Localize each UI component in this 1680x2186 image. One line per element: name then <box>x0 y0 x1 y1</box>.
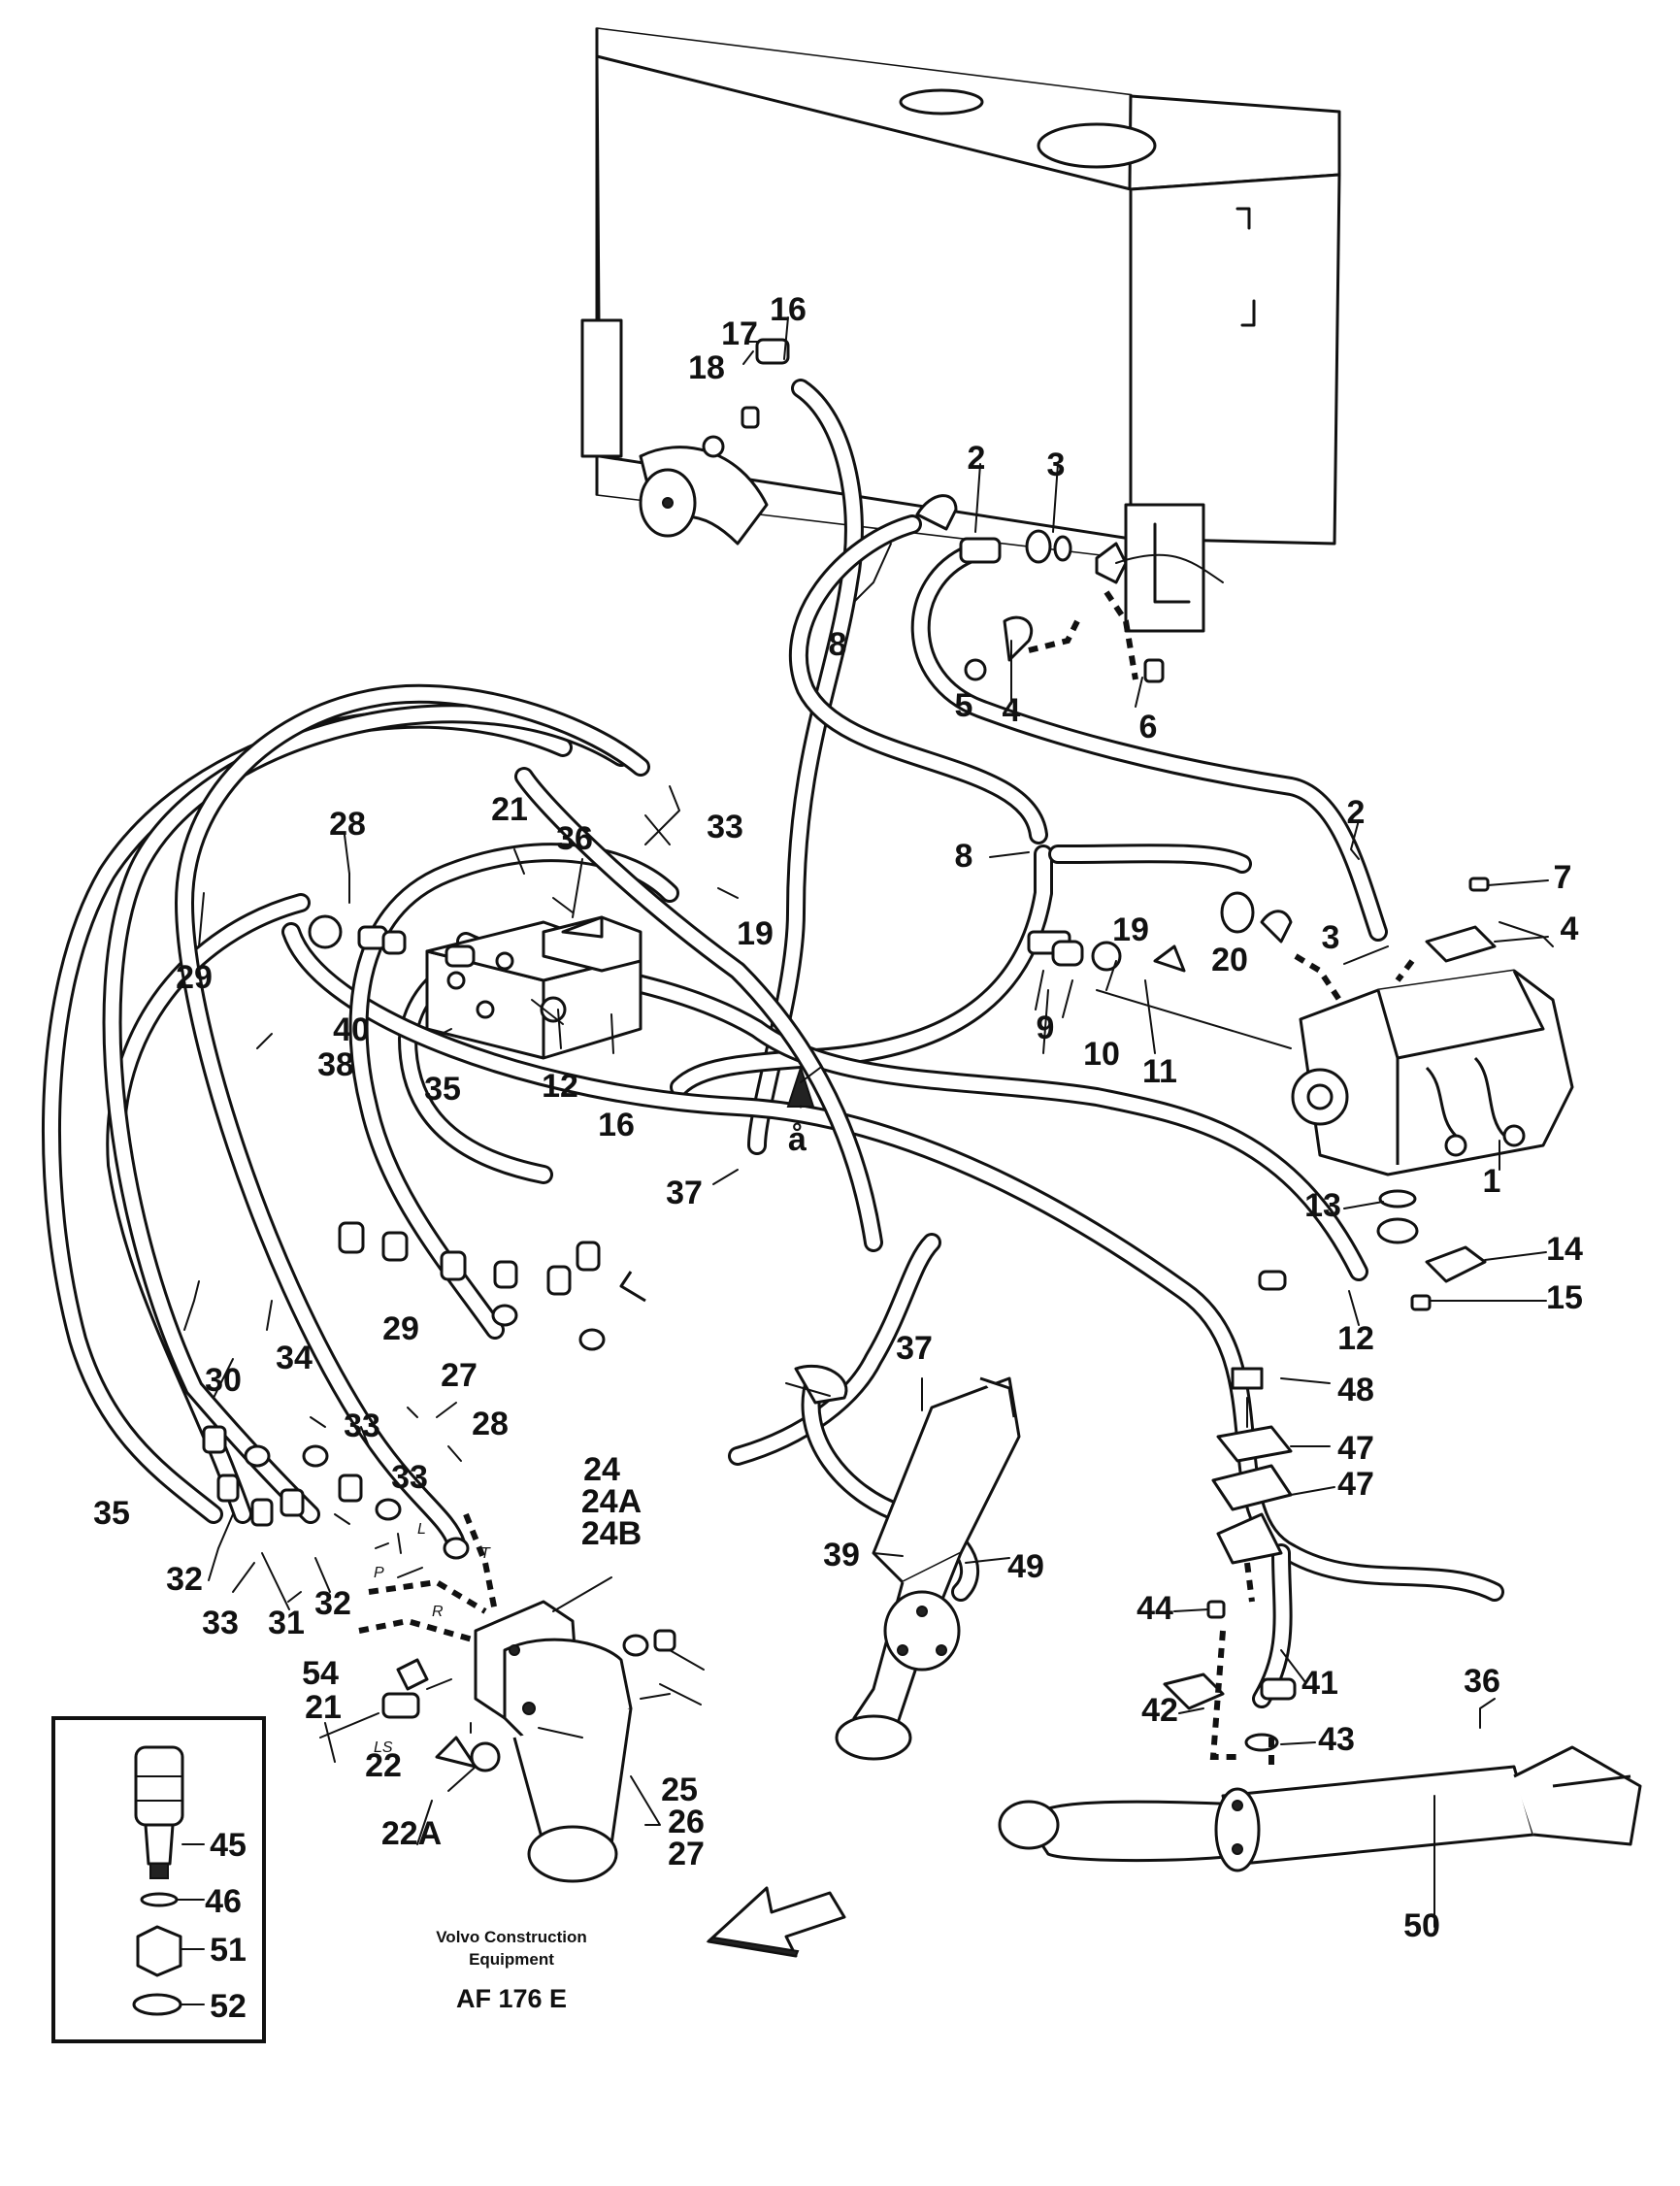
company-name-line2: Equipment <box>469 1950 554 1969</box>
callout-30: 32 <box>314 1585 351 1622</box>
callout-19-mid: 19 <box>737 915 774 952</box>
callout-24: 25 <box>661 1772 698 1808</box>
callout-44: 47 <box>1337 1466 1374 1503</box>
callout-34: 35 <box>424 1071 461 1108</box>
callout-27-low: 29 <box>382 1310 419 1347</box>
callout-11: 11 <box>1142 1053 1177 1090</box>
callout-37-low: 39 <box>823 1537 860 1573</box>
callout-18: 18 <box>688 349 725 386</box>
callout-27-top: 28 <box>329 806 366 843</box>
callout-47-mid: 49 <box>1007 1548 1044 1585</box>
callout-41: 44 <box>1136 1590 1173 1627</box>
callout-3-right: 3 <box>1322 919 1340 956</box>
port-mark-r: R <box>432 1604 444 1620</box>
inset-detail <box>51 1716 266 2043</box>
callout-23A: 24A <box>581 1483 642 1520</box>
callout-35-top: 36 <box>556 820 593 857</box>
callout-49: 52 <box>210 1988 247 2025</box>
callout-4-top: 4 <box>1003 692 1021 729</box>
callout-19-right: 19 <box>1112 911 1149 948</box>
callout-42: 45 <box>210 1827 247 1864</box>
callout-12-mid: 12 <box>542 1068 578 1105</box>
callout-1: 1 <box>1483 1163 1501 1200</box>
company-name-line1: Volvo Construction <box>436 1928 587 1946</box>
callout-43: 46 <box>205 1883 242 1920</box>
callout-2-top: 2 <box>968 440 986 477</box>
callout-48: 51 <box>210 1932 247 1969</box>
view-arrow: å <box>786 1064 815 1158</box>
leader-lines <box>183 316 1554 1928</box>
callout-14: 14 <box>1546 1231 1583 1268</box>
callout-16-mid: 16 <box>598 1107 635 1143</box>
callout-28-top: 29 <box>176 959 213 996</box>
callout-24A: 26 <box>668 1804 705 1840</box>
callout-47-low: 50 <box>1403 1907 1440 1944</box>
port-marks: P R T L LS <box>374 1521 491 1756</box>
callout-22: 22 <box>365 1747 402 1784</box>
callout-33-low: 35 <box>93 1495 130 1532</box>
callout-21-low: 21 <box>305 1689 342 1726</box>
callout-45: 47 <box>1337 1430 1374 1467</box>
callout-31-mid: 33 <box>344 1408 380 1444</box>
callout-24B: 27 <box>668 1836 705 1872</box>
callout-32-mid: 33 <box>391 1459 428 1496</box>
callout-17: 17 <box>721 315 758 352</box>
callout-2-right: 2 <box>1347 794 1366 831</box>
callout-10: 10 <box>1083 1036 1120 1073</box>
callout-36-low: 37 <box>896 1330 933 1367</box>
direction-arrow-shadow <box>706 1936 800 1958</box>
fittings <box>202 338 1497 1772</box>
callout-6: 6 <box>1139 709 1158 745</box>
callout-8-top: 8 <box>829 626 847 663</box>
title-block: Volvo Construction Equipment AF 176 E <box>436 1928 587 2013</box>
port-mark-p: P <box>374 1565 384 1581</box>
callout-39: 42 <box>1141 1692 1178 1729</box>
callout-33-top: 33 <box>707 809 743 845</box>
callout-28-low: 30 <box>205 1362 242 1399</box>
dashed-connectors <box>358 553 1415 1767</box>
callout-23B: 24B <box>581 1515 642 1552</box>
callout-15: 15 <box>1546 1279 1583 1316</box>
callout-29: 31 <box>268 1605 305 1641</box>
view-marker-label: å <box>788 1121 807 1158</box>
callout-35-low: 36 <box>1464 1663 1500 1700</box>
steering-unit <box>474 1600 633 1883</box>
callout-12-right: 12 <box>1337 1320 1374 1357</box>
callout-31-low: 32 <box>166 1561 203 1598</box>
steering-cylinder-right <box>998 1745 1642 1872</box>
callout-25: 27 <box>441 1357 478 1394</box>
callout-36-mid: 37 <box>666 1175 703 1211</box>
drawing-code: AF 176 E <box>456 1984 567 2013</box>
callout-8-mid: 8 <box>955 838 973 875</box>
callout-50: 54 <box>302 1655 339 1692</box>
callout-33-mid: 34 <box>276 1340 313 1376</box>
callout-40: 43 <box>1318 1721 1355 1758</box>
callout-22A: 22A <box>381 1815 442 1852</box>
callout-32-low: 33 <box>202 1605 239 1641</box>
callout-37-top: 38 <box>317 1046 354 1083</box>
callout-3-top: 3 <box>1047 447 1066 483</box>
callout-16-top: 16 <box>770 291 807 328</box>
callout-38-low: 41 <box>1301 1665 1338 1702</box>
callout-9: 9 <box>1037 1010 1055 1046</box>
callout-4-right: 4 <box>1561 911 1579 947</box>
callout-7: 7 <box>1554 859 1572 896</box>
hydraulic-tank <box>580 27 1341 633</box>
callout-26: 28 <box>472 1406 509 1442</box>
callout-23: 24 <box>583 1451 620 1488</box>
callout-labels: 16 17 18 2 3 8 5 4 6 2 7 8 19 3 4 20 9 1… <box>93 291 1583 2025</box>
steering-cylinder-center <box>835 1376 1021 1761</box>
port-mark-l: L <box>417 1521 426 1538</box>
callout-38-top: 40 <box>333 1011 370 1048</box>
port-mark-t: T <box>480 1545 491 1562</box>
callout-13: 13 <box>1304 1187 1341 1224</box>
port-mark-ls: LS <box>374 1739 393 1756</box>
callout-46: 48 <box>1337 1372 1374 1408</box>
callout-20: 20 <box>1211 942 1248 978</box>
callout-5: 5 <box>955 687 973 724</box>
hydraulic-pump <box>1291 969 1574 1176</box>
callout-21-top: 21 <box>491 791 528 828</box>
